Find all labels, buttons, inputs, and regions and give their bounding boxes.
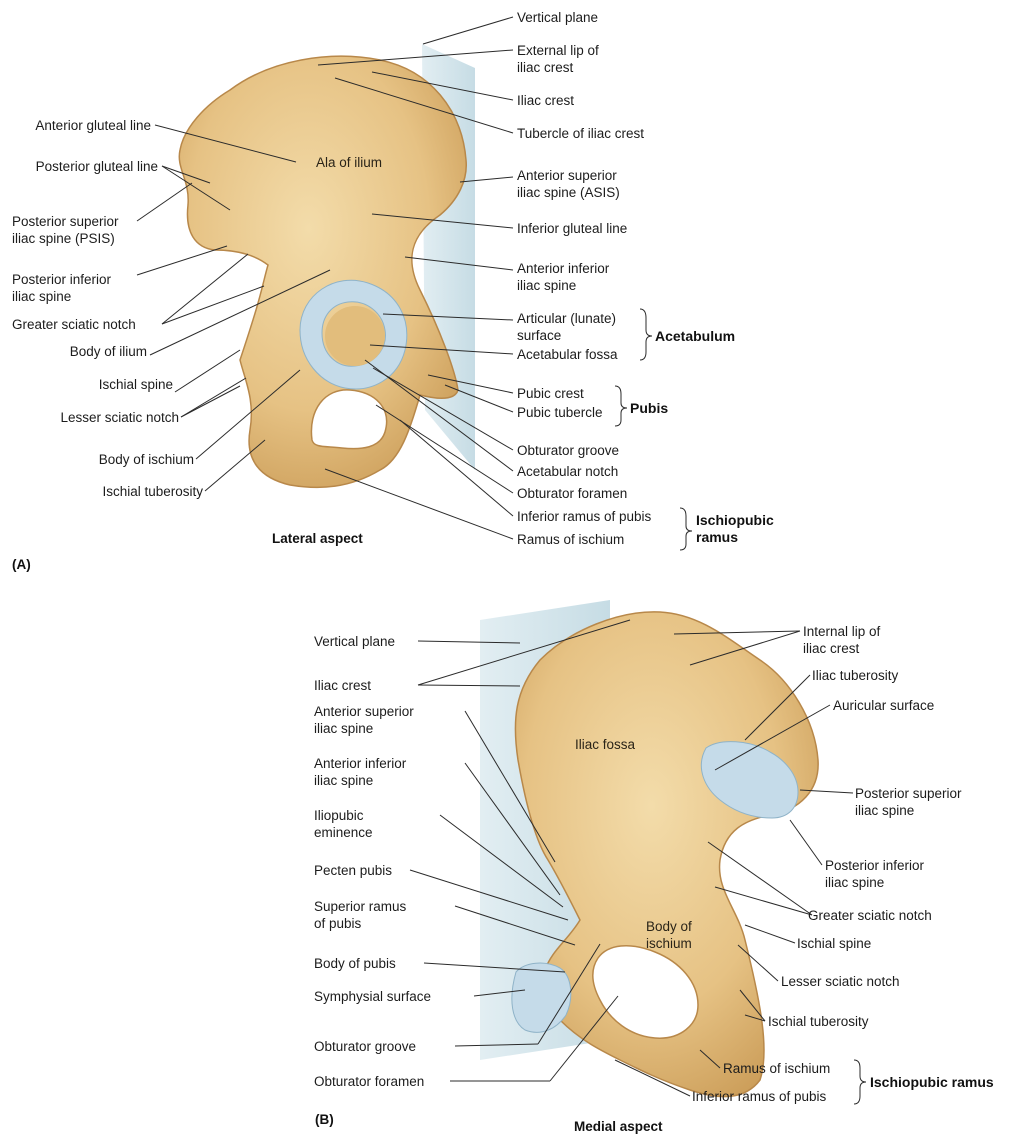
label-anterior-gluteal-line: Anterior gluteal line	[35, 117, 151, 134]
label-lesser-sciatic-notch-a: Lesser sciatic notch	[60, 409, 179, 426]
label-auricular-surface: Auricular surface	[833, 697, 934, 714]
group-pubis: Pubis	[630, 400, 668, 417]
label-body-of-ilium: Body of ilium	[70, 343, 147, 360]
brace-b	[854, 1060, 866, 1104]
label-piis-b: Posterior inferior iliac spine	[825, 857, 924, 891]
label-body-of-pubis: Body of pubis	[314, 955, 396, 972]
label-articular-surface: Articular (lunate) surface	[517, 310, 616, 344]
label-aiis-b: Anterior inferior iliac spine	[314, 755, 406, 789]
label-ischial-tuberosity-a: Ischial tuberosity	[102, 483, 203, 500]
group-ischiopubic-ramus-a: Ischiopubic ramus	[696, 512, 774, 546]
label-ischial-spine-b: Ischial spine	[797, 935, 871, 952]
label-acetabular-fossa: Acetabular fossa	[517, 346, 618, 363]
label-asis-b: Anterior superior iliac spine	[314, 703, 414, 737]
acetabular-fossa-a	[325, 306, 385, 366]
label-obturator-groove-b: Obturator groove	[314, 1038, 416, 1055]
label-obturator-foramen-b: Obturator foramen	[314, 1073, 424, 1090]
panel-letter-b: (B)	[315, 1112, 334, 1127]
label-iliac-tuberosity: Iliac tuberosity	[812, 667, 898, 684]
caption-medial-aspect: Medial aspect	[574, 1119, 663, 1134]
caption-lateral-aspect: Lateral aspect	[272, 531, 363, 546]
label-inferior-gluteal-line: Inferior gluteal line	[517, 220, 627, 237]
label-vertical-plane-b: Vertical plane	[314, 633, 395, 650]
label-acetabular-notch: Acetabular notch	[517, 463, 618, 480]
label-ramus-ischium-b: Ramus of ischium	[723, 1060, 830, 1077]
iliac-fossa-label: Iliac fossa	[575, 737, 635, 752]
body-of-ischium-label-b: Body of ischium	[646, 918, 692, 952]
label-lesser-sciatic-notch-b: Lesser sciatic notch	[781, 973, 900, 990]
group-ischiopubic-ramus-b: Ischiopubic ramus	[870, 1074, 994, 1091]
label-pubic-tubercle: Pubic tubercle	[517, 404, 603, 421]
label-psis-a: Posterior superior iliac spine (PSIS)	[12, 213, 119, 247]
label-symphysial-surface: Symphysial surface	[314, 988, 431, 1005]
label-external-lip: External lip of iliac crest	[517, 42, 599, 76]
label-obturator-foramen-a: Obturator foramen	[517, 485, 627, 502]
label-greater-sciatic-notch-a: Greater sciatic notch	[12, 316, 136, 333]
label-aiis-a: Anterior inferior iliac spine	[517, 260, 609, 294]
label-asis-a: Anterior superior iliac spine (ASIS)	[517, 167, 620, 201]
label-superior-ramus-pubis: Superior ramus of pubis	[314, 898, 406, 932]
label-inferior-ramus-pubis-a: Inferior ramus of pubis	[517, 508, 651, 525]
label-obturator-groove-a: Obturator groove	[517, 442, 619, 459]
ala-of-ilium-label: Ala of ilium	[316, 155, 382, 170]
label-posterior-gluteal-line: Posterior gluteal line	[36, 158, 158, 175]
label-ischial-spine-a: Ischial spine	[99, 376, 173, 393]
label-iliac-crest-b: Iliac crest	[314, 677, 371, 694]
label-pecten-pubis: Pecten pubis	[314, 862, 392, 879]
label-greater-sciatic-notch-b: Greater sciatic notch	[808, 907, 932, 924]
label-body-of-ischium-a: Body of ischium	[99, 451, 194, 468]
label-tubercle-iliac-crest: Tubercle of iliac crest	[517, 125, 644, 142]
label-inferior-ramus-pubis-b: Inferior ramus of pubis	[692, 1088, 826, 1105]
label-ramus-ischium-a: Ramus of ischium	[517, 531, 624, 548]
label-piis-a: Posterior inferior iliac spine	[12, 271, 111, 305]
label-iliopubic-eminence: Iliopubic eminence	[314, 807, 373, 841]
label-internal-lip: Internal lip of iliac crest	[803, 623, 880, 657]
panel-letter-a: (A)	[12, 557, 31, 572]
label-ischial-tuberosity-b: Ischial tuberosity	[768, 1013, 869, 1030]
group-acetabulum: Acetabulum	[655, 328, 735, 345]
label-iliac-crest-a: Iliac crest	[517, 92, 574, 109]
label-pubic-crest: Pubic crest	[517, 385, 584, 402]
label-psis-b: Posterior superior iliac spine	[855, 785, 962, 819]
label-vertical-plane-a: Vertical plane	[517, 9, 598, 26]
